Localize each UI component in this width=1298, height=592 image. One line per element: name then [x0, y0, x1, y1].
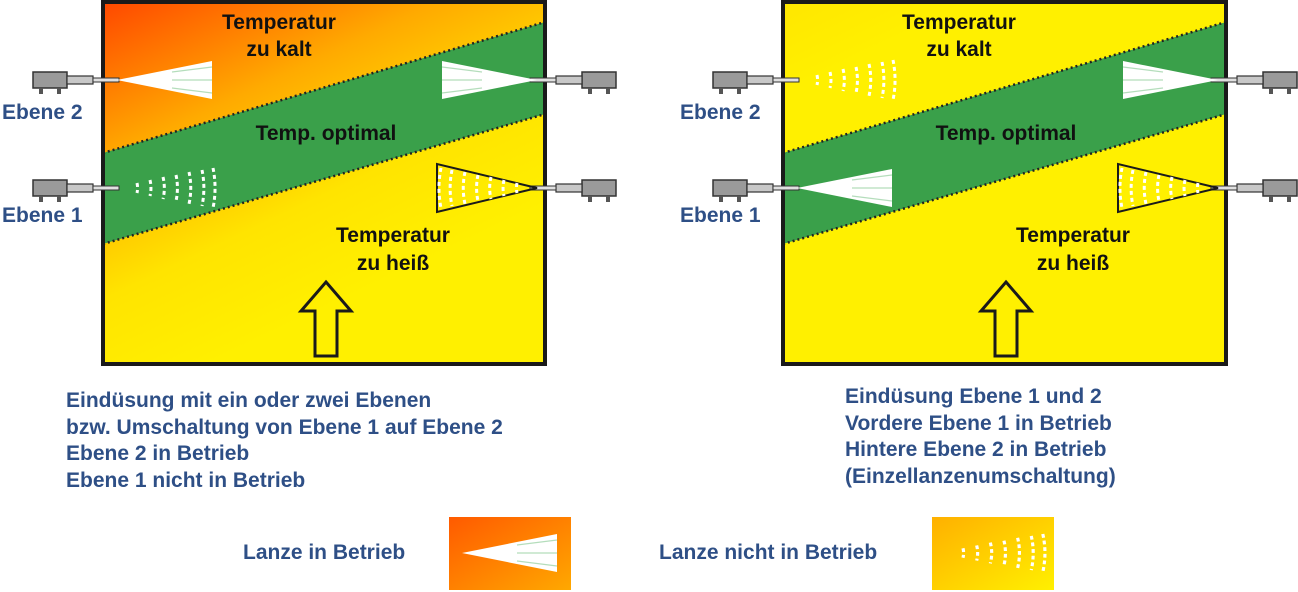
left-frame: [101, 0, 547, 366]
legend-active-label: Lanze in Betrieb: [243, 541, 406, 564]
right-caption-line: Eindüsung Ebene 1 und 2: [845, 385, 1102, 408]
right-panel: Temperatur zu kalt Temp. optimal Tempera…: [680, 0, 1298, 366]
left-caption-line: Eindüsung mit ein oder zwei Ebenen: [66, 389, 432, 412]
left-lower-boundary: [102, 112, 546, 246]
right-level-1-label: Ebene 1: [680, 204, 761, 227]
right-caption-line: Hintere Ebene 2 in Betrieb: [845, 438, 1107, 461]
left-upper-boundary: [102, 20, 546, 155]
legend-inactive-label: Lanze nicht in Betrieb: [659, 541, 878, 564]
left-zone-cold-line1: Temperatur: [222, 11, 336, 34]
right-lower-boundary: [782, 112, 1227, 246]
left-caption-line: Ebene 2 in Betrieb: [66, 442, 250, 465]
right-zone-cold-line2: zu kalt: [926, 38, 991, 61]
right-caption-line: Vordere Ebene 1 in Betrieb: [845, 411, 1112, 435]
left-caption-line: Ebene 1 nicht in Betrieb: [66, 468, 306, 492]
right-zone-optimal: Temp. optimal: [936, 122, 1077, 145]
right-optimal-band: [783, 22, 1226, 244]
left-caption-line: bzw. Umschaltung von Ebene 1 auf Ebene 2: [66, 415, 503, 439]
right-caption: Eindüsung Ebene 1 und 2 Vordere Ebene 1 …: [845, 384, 1116, 490]
left-zone-hot-line1: Temperatur: [336, 224, 450, 247]
right-level-2-label: Ebene 2: [680, 101, 761, 124]
right-spray-level-1-right: [1117, 162, 1219, 214]
legend-active-swatch: [449, 517, 571, 590]
left-optimal-band: [103, 22, 545, 244]
left-caption: Eindüsung mit ein oder zwei Ebenen bzw. …: [66, 388, 503, 494]
left-flow-arrow: [297, 279, 355, 358]
legend-inactive-swatch: [932, 517, 1054, 590]
right-flow-arrow: [977, 279, 1035, 358]
left-level-1-label: Ebene 1: [2, 204, 83, 227]
right-frame: [781, 0, 1228, 366]
left-zone-cold-line2: zu kalt: [246, 38, 311, 61]
right-zone-cold-line1: Temperatur: [902, 11, 1016, 34]
right-zone-hot-line2: zu heiß: [1037, 252, 1110, 275]
left-zone-hot-line2: zu heiß: [357, 252, 430, 275]
left-zone-optimal: Temp. optimal: [256, 122, 397, 145]
right-zone-hot-line1: Temperatur: [1016, 224, 1130, 247]
left-level-2-label: Ebene 2: [2, 101, 83, 124]
left-panel: Temperatur zu kalt Temp. optimal Tempera…: [2, 0, 617, 366]
left-spray-level-1-right: [436, 162, 538, 214]
right-caption-line: (Einzellanzenumschaltung): [845, 464, 1116, 488]
right-upper-boundary: [782, 20, 1227, 155]
